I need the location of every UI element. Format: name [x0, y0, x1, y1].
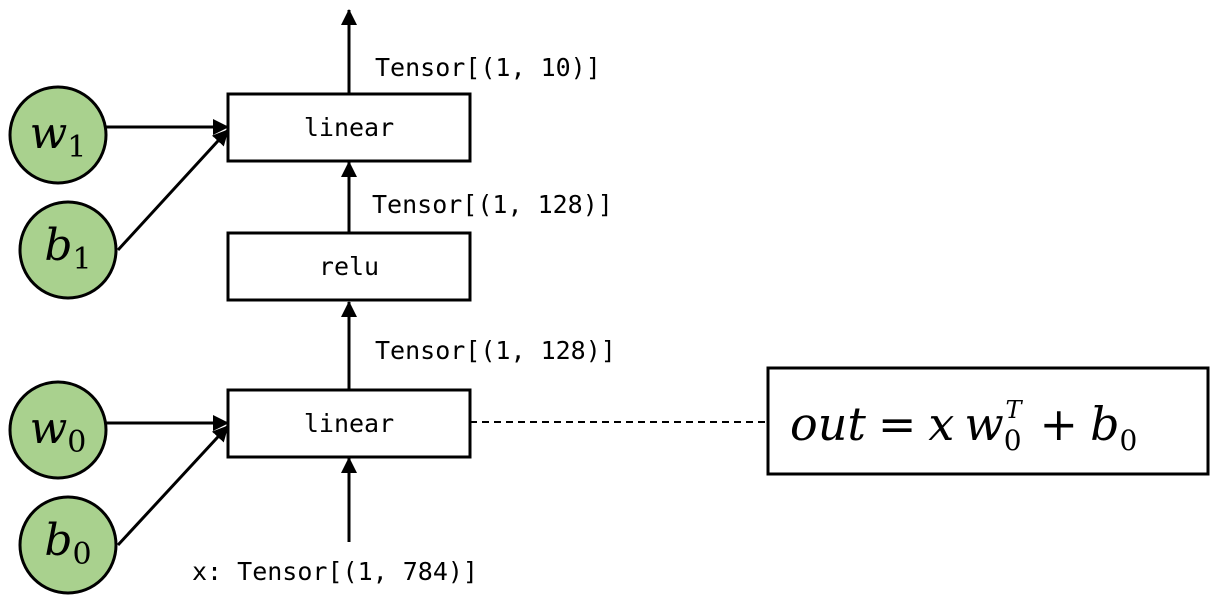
- b1-param: b1: [18, 200, 118, 300]
- b1-symbol: b: [44, 220, 72, 271]
- input-tensor-label: x: Tensor[(1, 784)]: [192, 557, 478, 586]
- relu-node: relu: [226, 231, 472, 302]
- svg-text:w0: w0: [30, 403, 87, 460]
- b0-symbol: b: [44, 515, 72, 566]
- w0-param: w0: [8, 380, 108, 480]
- formula-lhs: out: [790, 397, 866, 451]
- b0-param: b0: [18, 495, 118, 595]
- w1-param: w1: [8, 85, 108, 185]
- b1-subscript: 1: [73, 242, 92, 277]
- w0-subscript: 0: [67, 425, 86, 460]
- output-tensor-label: Tensor[(1, 10)]: [375, 53, 601, 82]
- formula-b-sub: 0: [1120, 424, 1138, 457]
- formula-b: b: [1090, 397, 1119, 451]
- b0-subscript: 0: [73, 537, 92, 572]
- linear-to-relu-tensor-label: Tensor[(1, 128)]: [375, 336, 616, 365]
- linear-top-label: linear: [304, 113, 394, 142]
- svg-text:b0: b0: [44, 515, 91, 572]
- b0-edge: [116, 424, 230, 547]
- svg-text:b1: b1: [44, 220, 91, 277]
- formula-w: w: [964, 397, 1003, 451]
- svg-text:w1: w1: [30, 108, 87, 165]
- relu-label: relu: [319, 252, 379, 281]
- linear-top-node: linear: [226, 92, 472, 163]
- linear-bottom-node: linear: [226, 388, 472, 459]
- b1-edge: [116, 128, 230, 252]
- formula-plus: +: [1040, 397, 1079, 451]
- relu-to-linear-tensor-label: Tensor[(1, 128)]: [372, 190, 613, 219]
- formula-equals: =: [878, 397, 917, 451]
- linear-bottom-label: linear: [304, 409, 394, 438]
- w1-symbol: w: [30, 108, 68, 159]
- formula-x: x: [928, 397, 954, 451]
- w0-symbol: w: [30, 403, 68, 454]
- w1-subscript: 1: [67, 130, 86, 165]
- formula-w-sup: T: [1006, 396, 1024, 424]
- formula-w-sub: 0: [1004, 424, 1022, 457]
